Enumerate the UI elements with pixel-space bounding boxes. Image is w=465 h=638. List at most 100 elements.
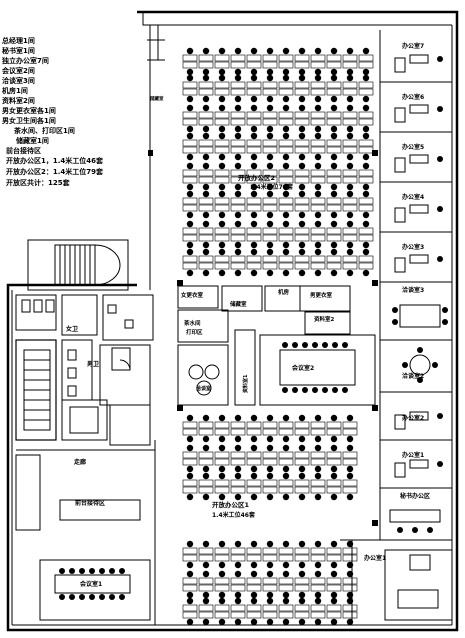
- workstation-desk: [182, 554, 198, 562]
- workstation-chair: [282, 153, 290, 161]
- workstation-desk: [198, 547, 214, 555]
- workstation-chair: [234, 570, 242, 578]
- label-print-area: 打印区: [186, 328, 203, 336]
- workstation-chair: [266, 570, 274, 578]
- workstation-chair: [282, 591, 290, 599]
- workstation-desk: [310, 227, 326, 235]
- workstation-desk: [278, 611, 294, 619]
- workstation-desk: [214, 61, 230, 69]
- workstation-chair: [314, 125, 322, 133]
- label-open2-line1: 开放办公区2: [238, 173, 275, 182]
- workstation-desk: [326, 176, 342, 184]
- workstation-desk: [182, 255, 198, 263]
- workstation-chair: [346, 435, 354, 443]
- workstation-desk: [294, 234, 310, 242]
- workstation-chair: [266, 597, 274, 605]
- workstation-chair: [186, 618, 194, 626]
- workstation-chair: [314, 493, 322, 501]
- workstation-chair: [362, 68, 370, 76]
- workstation-desk: [214, 584, 230, 592]
- workstation-chair: [282, 570, 290, 578]
- workstation-desk: [342, 176, 358, 184]
- legend-item: 开放办公区2：1.4米工位79套: [6, 167, 104, 177]
- workstation-desk: [358, 234, 374, 242]
- workstation-desk: [182, 611, 198, 619]
- workstation-chair: [298, 47, 306, 55]
- workstation-desk: [294, 611, 310, 619]
- workstation-chair: [250, 540, 258, 548]
- workstation-chair: [186, 540, 194, 548]
- workstation-desk: [358, 111, 374, 119]
- workstation-desk: [342, 227, 358, 235]
- workstation-desk: [214, 421, 230, 429]
- workstation-desk: [182, 169, 198, 177]
- workstation-chair: [250, 444, 258, 452]
- workstation-desk: [326, 234, 342, 242]
- workstation-desk: [326, 458, 342, 466]
- workstation-desk: [326, 118, 342, 126]
- workstation-chair: [234, 162, 242, 170]
- workstation-chair: [330, 125, 338, 133]
- workstation-chair: [314, 465, 322, 473]
- workstation-chair: [202, 493, 210, 501]
- workstation-chair: [186, 190, 194, 198]
- workstation-desk: [230, 451, 246, 459]
- workstation-chair: [186, 162, 194, 170]
- workstation-desk: [326, 54, 342, 62]
- workstation-chair: [346, 444, 354, 452]
- workstation-chair: [250, 132, 258, 140]
- workstation-chair: [234, 104, 242, 112]
- workstation-chair: [202, 465, 210, 473]
- workstation-desk: [230, 204, 246, 212]
- workstation-desk: [326, 204, 342, 212]
- workstation-desk: [294, 111, 310, 119]
- workstation-chair: [250, 220, 258, 228]
- workstation-desk: [294, 81, 310, 89]
- workstation-desk: [310, 255, 326, 263]
- workstation-chair: [314, 162, 322, 170]
- workstation-chair: [346, 269, 354, 277]
- workstation-chair: [266, 153, 274, 161]
- workstation-desk: [310, 458, 326, 466]
- workstation-chair: [282, 190, 290, 198]
- workstation-desk: [342, 604, 358, 612]
- workstation-desk: [294, 479, 310, 487]
- workstation-chair: [266, 190, 274, 198]
- workstation-chair: [266, 95, 274, 103]
- legend-item: 开放区共计：125套: [6, 178, 70, 188]
- workstation-desk: [294, 118, 310, 126]
- workstation-desk: [278, 197, 294, 205]
- workstation-desk: [294, 139, 310, 147]
- workstation-chair: [298, 153, 306, 161]
- workstation-desk: [262, 204, 278, 212]
- workstation-chair: [298, 435, 306, 443]
- workstation-desk: [278, 486, 294, 494]
- workstation-desk: [198, 486, 214, 494]
- workstation-desk: [246, 262, 262, 270]
- label-data-room1: 资料室1: [242, 374, 249, 393]
- workstation-chair: [266, 444, 274, 452]
- workstation-chair: [282, 561, 290, 569]
- workstation-desk: [198, 227, 214, 235]
- workstation-chair: [250, 47, 258, 55]
- workstation-desk: [230, 255, 246, 263]
- workstation-chair: [330, 153, 338, 161]
- workstation-chair: [250, 211, 258, 219]
- workstation-chair: [314, 414, 322, 422]
- workstation-desk: [310, 176, 326, 184]
- workstation-desk: [230, 458, 246, 466]
- workstation-chair: [362, 183, 370, 191]
- workstation-chair: [234, 47, 242, 55]
- workstation-desk: [198, 234, 214, 242]
- workstation-chair: [218, 618, 226, 626]
- workstation-desk: [342, 554, 358, 562]
- workstation-desk: [278, 577, 294, 585]
- workstation-chair: [234, 211, 242, 219]
- reception-area: [15, 440, 156, 625]
- workstation-desk: [214, 176, 230, 184]
- workstation-desk: [358, 61, 374, 69]
- workstation-chair: [362, 220, 370, 228]
- legend-item: 洽谈室3间: [2, 76, 35, 86]
- workstation-desk: [246, 611, 262, 619]
- workstation-desk: [230, 479, 246, 487]
